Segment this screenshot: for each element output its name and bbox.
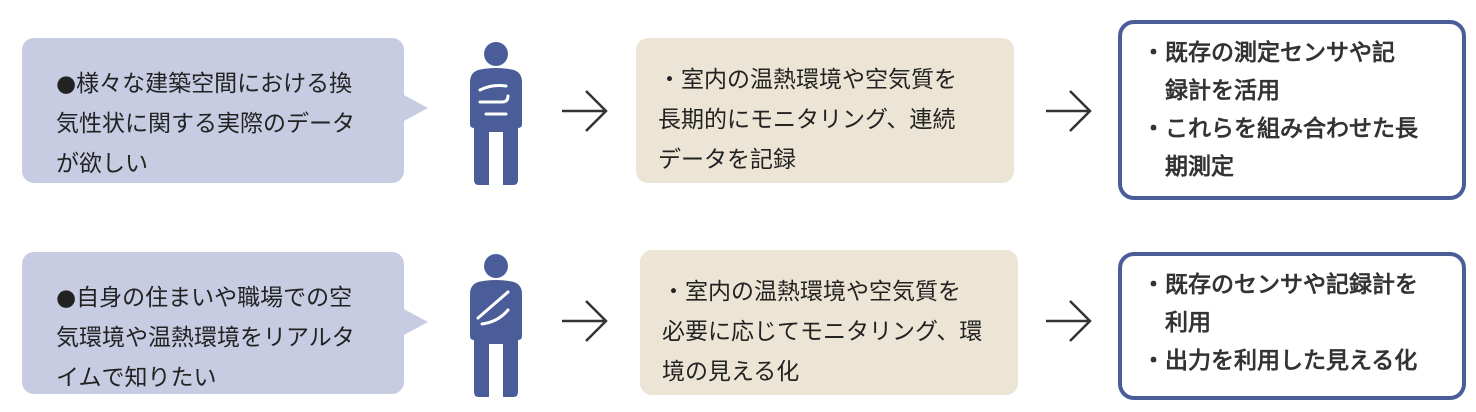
- output-line: 期測定: [1165, 154, 1234, 180]
- approach-line: データを記録: [658, 147, 796, 173]
- approach-box-1: ・室内の温熱環境や空気質を 長期的にモニタリング、連続 データを記録: [636, 38, 1014, 183]
- output-bullet: ・: [1142, 116, 1165, 142]
- output-item: ・ 出力を利用した見える化: [1142, 342, 1452, 380]
- output-line: 既存のセンサや記録計を: [1165, 272, 1418, 298]
- need-bubble-1: ●様々な建築空間における換 気性状に関する実際のデータ が欲しい: [22, 38, 428, 183]
- approach-box-2: ・室内の温熱環境や空気質を 必要に応じてモニタリング、環 境の見える化: [640, 250, 1018, 395]
- need-line: イムで知りたい: [56, 365, 217, 391]
- output-bullet: ・: [1142, 40, 1165, 66]
- arrow-right-icon: [1046, 300, 1092, 342]
- output-line: これらを組み合わせた長: [1165, 116, 1418, 142]
- approach-line: 境の見える化: [662, 359, 800, 385]
- output-box-1: ・ 既存の測定センサや記 録計を活用 ・ これらを組み合わせた長 期測定: [1118, 20, 1466, 200]
- output-item: ・ 既存のセンサや記録計を 利用: [1142, 266, 1452, 342]
- output-box-2: ・ 既存のセンサや記録計を 利用 ・ 出力を利用した見える化: [1118, 252, 1466, 400]
- approach-line: ・室内の温熱環境や空気質を: [658, 67, 957, 93]
- output-line: 利用: [1165, 310, 1211, 336]
- approach-line: 必要に応じてモニタリング、環: [662, 319, 983, 345]
- need-line: ●自身の住まいや職場での空: [56, 285, 353, 311]
- output-bullet: ・: [1142, 272, 1165, 298]
- thinking-person-icon: [470, 42, 522, 185]
- arrow-right-icon: [1046, 90, 1092, 132]
- need-line: 気環境や温熱環境をリアルタ: [56, 325, 355, 351]
- output-line: 既存の測定センサや記: [1165, 40, 1395, 66]
- need-bubble-2: ●自身の住まいや職場での空 気環境や温熱環境をリアルタ イムで知りたい: [22, 252, 428, 394]
- approach-line: 長期的にモニタリング、連続: [658, 107, 956, 133]
- output-line: 出力を利用した見える化: [1165, 348, 1418, 374]
- need-line: ●様々な建築空間における換: [56, 71, 353, 97]
- arrow-right-icon: [562, 90, 608, 132]
- thinking-person-icon: [470, 254, 522, 397]
- output-item: ・ 既存の測定センサや記 録計を活用: [1142, 34, 1452, 110]
- approach-line: ・室内の温熱環境や空気質を: [662, 279, 961, 305]
- need-line: が欲しい: [56, 151, 148, 177]
- output-bullet: ・: [1142, 348, 1165, 374]
- output-line: 録計を活用: [1165, 78, 1280, 104]
- need-line: 気性状に関する実際のデータ: [56, 111, 355, 137]
- output-item: ・ これらを組み合わせた長 期測定: [1142, 110, 1452, 186]
- arrow-right-icon: [562, 300, 608, 342]
